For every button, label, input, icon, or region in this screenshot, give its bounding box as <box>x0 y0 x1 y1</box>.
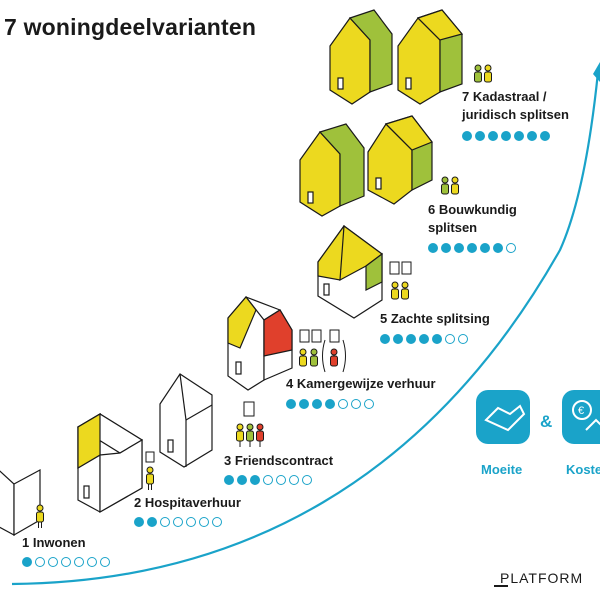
person-icon-2 <box>145 451 155 490</box>
rating-dots-3 <box>224 475 312 485</box>
rating-dot-filled <box>134 517 144 527</box>
legend-ampersand: & <box>540 412 553 431</box>
rating-dot-empty <box>199 517 209 527</box>
rating-dot-empty <box>100 557 110 567</box>
rating-dot-filled <box>540 131 550 141</box>
variant-label-5: 5 Zachte splitsing <box>380 311 490 326</box>
rating-dot-filled <box>380 334 390 344</box>
variant-label-3: 3 Friendscontract <box>224 453 334 468</box>
svg-text:€: € <box>578 405 584 417</box>
people-icon-7 <box>474 64 492 83</box>
rating-dot-filled <box>480 243 490 253</box>
house-1 <box>0 468 41 537</box>
rating-dot-filled <box>325 399 335 409</box>
rating-dot-filled <box>406 334 416 344</box>
rating-dot-filled <box>488 131 498 141</box>
house-5 <box>317 224 384 319</box>
rating-dot-filled <box>224 475 234 485</box>
rating-dot-filled <box>493 243 503 253</box>
house-4 <box>227 296 293 391</box>
rating-dot-filled <box>250 475 260 485</box>
house-3 <box>159 373 213 468</box>
brand-underline <box>494 585 508 587</box>
rating-dot-empty <box>364 399 374 409</box>
brand-logo: PLATFORM <box>500 570 584 586</box>
rating-dots-6 <box>428 243 516 253</box>
people-icon-3 <box>236 401 264 447</box>
rating-dot-empty <box>87 557 97 567</box>
variant-label-7a: 7 Kadastraal / <box>462 89 547 104</box>
person-icon-1 <box>36 504 44 528</box>
rating-dot-filled <box>22 557 32 567</box>
rating-dot-filled <box>441 243 451 253</box>
rating-dot-filled <box>419 334 429 344</box>
rating-dot-filled <box>312 399 322 409</box>
growth-curve <box>11 71 600 586</box>
people-icon-4 <box>299 329 346 373</box>
rating-dot-empty <box>212 517 222 527</box>
rating-dot-filled <box>462 131 472 141</box>
variant-label-6a: 6 Bouwkundig <box>428 202 517 217</box>
rating-dots-5 <box>380 334 468 344</box>
rating-dot-filled <box>432 334 442 344</box>
rating-dot-empty <box>263 475 273 485</box>
rating-dot-empty <box>458 334 468 344</box>
variant-label-6b: splitsen <box>428 220 478 235</box>
rating-dot-empty <box>61 557 71 567</box>
rating-dot-filled <box>286 399 296 409</box>
rating-dots-1 <box>22 557 110 567</box>
curve-arrowhead <box>593 62 600 82</box>
rating-dots-7 <box>462 131 550 141</box>
rating-dot-filled <box>428 243 438 253</box>
variant-label-1: 1 Inwonen <box>22 535 86 550</box>
rating-dot-empty <box>186 517 196 527</box>
rating-dot-filled <box>475 131 485 141</box>
variant-label-2: 2 Hospitaverhuur <box>134 495 241 510</box>
rating-dot-empty <box>506 243 516 253</box>
variant-label-7b: juridisch splitsen <box>462 107 569 122</box>
rating-dot-filled <box>467 243 477 253</box>
rating-dots-2 <box>134 517 222 527</box>
rating-dot-filled <box>514 131 524 141</box>
rating-dot-filled <box>299 399 309 409</box>
rating-dot-empty <box>160 517 170 527</box>
rating-dot-empty <box>35 557 45 567</box>
rating-dot-empty <box>173 517 183 527</box>
rating-dot-empty <box>74 557 84 567</box>
handshake-icon <box>476 390 530 444</box>
rating-dot-empty <box>48 557 58 567</box>
people-icon-6 <box>441 176 459 195</box>
rating-dot-filled <box>237 475 247 485</box>
rating-dots-4 <box>286 399 374 409</box>
house-7 <box>329 9 464 105</box>
rating-dot-empty <box>338 399 348 409</box>
legend-cost-label: Kosten <box>566 462 600 477</box>
legend-effort-label: Moeite <box>481 462 523 477</box>
rating-dot-filled <box>501 131 511 141</box>
page-title: 7 woningdeelvarianten <box>4 14 257 40</box>
euro-house-icon: € <box>562 390 600 444</box>
rating-dot-empty <box>351 399 361 409</box>
rating-dot-empty <box>289 475 299 485</box>
house-6 <box>299 115 433 217</box>
rating-dot-filled <box>393 334 403 344</box>
variant-label-4: 4 Kamergewijze verhuur <box>286 376 436 391</box>
house-2 <box>76 412 144 514</box>
people-icon-5 <box>389 261 412 300</box>
rating-dot-empty <box>276 475 286 485</box>
rating-dot-empty <box>302 475 312 485</box>
rating-dot-filled <box>527 131 537 141</box>
rating-dot-empty <box>445 334 455 344</box>
rating-dot-filled <box>454 243 464 253</box>
rating-dot-filled <box>147 517 157 527</box>
